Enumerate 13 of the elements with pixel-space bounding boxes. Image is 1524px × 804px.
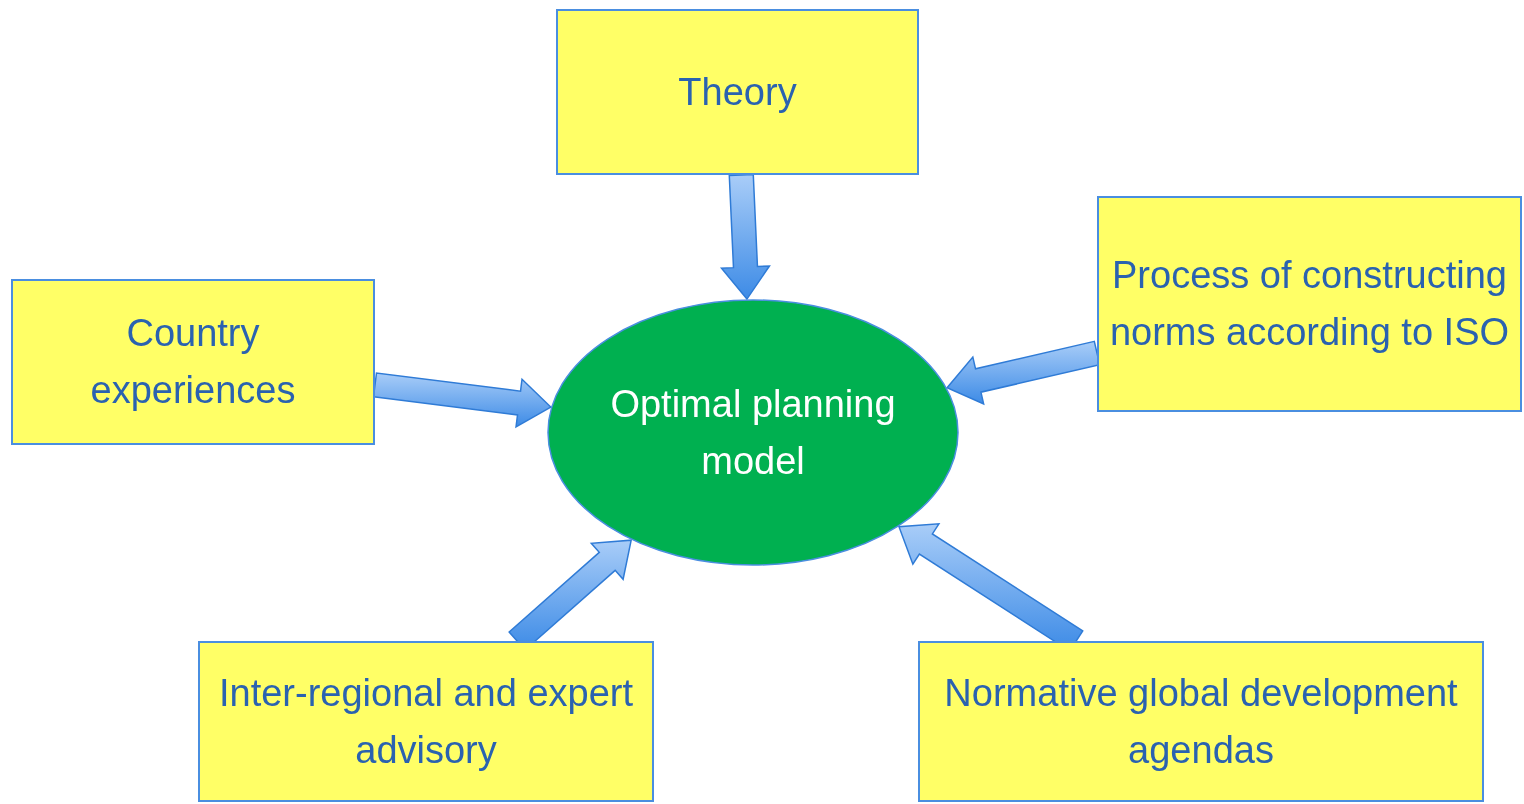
node-label: Inter-regional and expert advisory [218,670,634,773]
block-arrow [719,173,771,301]
block-arrow [372,372,553,429]
node-label: Normative global development agendas [943,670,1459,773]
process-box [1097,196,1522,412]
process-box [556,9,919,175]
process-box [918,641,1484,802]
process-box [198,641,654,802]
node-label: Country experiences [89,311,297,413]
node-label: Theory [678,69,797,115]
process-box [11,279,375,445]
node-label: Process of constructing norms according to ISO [1109,253,1510,355]
node-label: Optimal planning model [609,381,897,484]
